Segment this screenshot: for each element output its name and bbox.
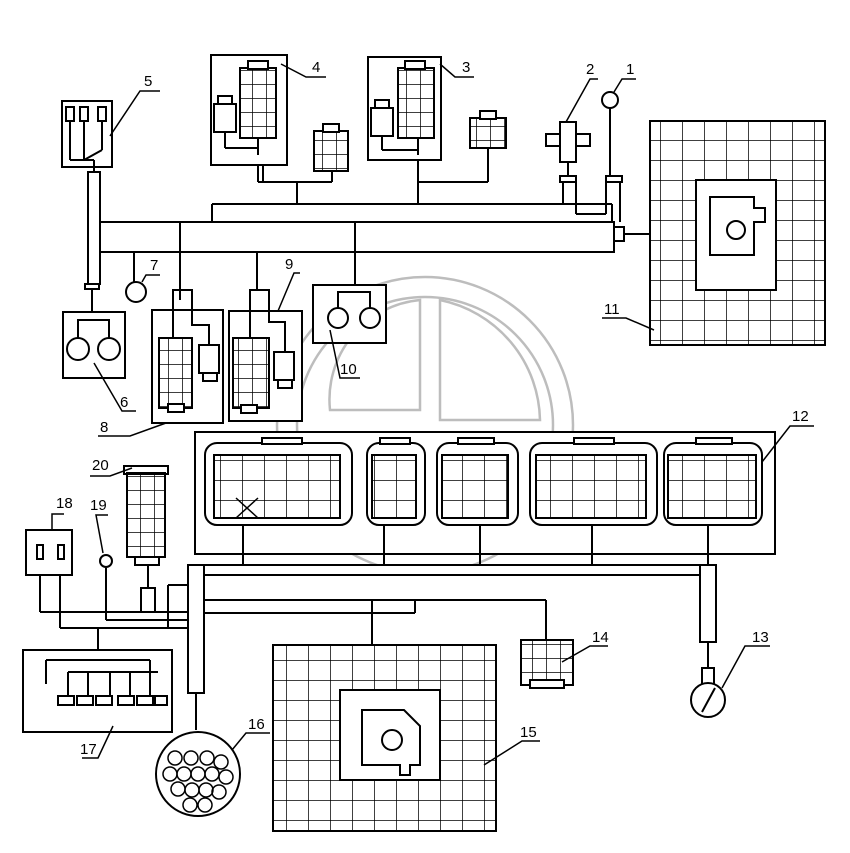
label-4: 4 [312, 59, 320, 76]
component-9-relay-box [228, 289, 303, 422]
component-19-indicator [99, 554, 113, 568]
label-10: 10 [340, 361, 357, 378]
label-17: 17 [80, 741, 97, 758]
label-1: 1 [626, 61, 634, 78]
main-harness-top [84, 148, 650, 318]
component-12-ecu-connectors [194, 431, 776, 565]
label-15: 15 [520, 724, 537, 741]
component-6-lamp-box [62, 311, 126, 379]
label-7: 7 [150, 257, 158, 274]
label-8: 8 [100, 419, 108, 436]
callout-labels: 1 2 3 4 5 6 7 8 9 10 11 12 13 14 15 16 1… [56, 59, 809, 758]
component-18-socket [25, 529, 73, 576]
label-14: 14 [592, 629, 609, 646]
component-3-relay-box [367, 56, 442, 161]
component-1-sensor [601, 91, 623, 183]
component-17-fuse-box [22, 649, 173, 733]
connector-block-a [313, 123, 349, 172]
component-5-switch [61, 100, 113, 172]
component-10-lamp-box [312, 284, 387, 344]
component-4-relay-box [210, 54, 288, 166]
label-5: 5 [144, 73, 152, 90]
label-16: 16 [248, 716, 265, 733]
component-15-main-connector [272, 644, 497, 832]
label-9: 9 [285, 256, 293, 273]
component-11-main-connector [649, 120, 826, 346]
component-16-round-connector [155, 731, 241, 817]
label-3: 3 [462, 59, 470, 76]
label-20: 20 [92, 457, 109, 474]
label-11: 11 [604, 301, 620, 318]
label-13: 13 [752, 629, 769, 646]
component-14-connector [520, 639, 574, 689]
connector-block-b [469, 110, 507, 149]
label-6: 6 [120, 394, 128, 411]
callout-leaders [51, 63, 814, 766]
component-13-round-sensor [690, 682, 726, 718]
component-8-relay-box [151, 289, 224, 424]
component-20-relay-block [123, 465, 169, 613]
component-7-indicator [125, 281, 147, 303]
label-12: 12 [792, 408, 809, 425]
component-2-valve [545, 121, 591, 183]
label-2: 2 [586, 61, 594, 78]
label-19: 19 [90, 497, 107, 514]
label-18: 18 [56, 495, 73, 512]
